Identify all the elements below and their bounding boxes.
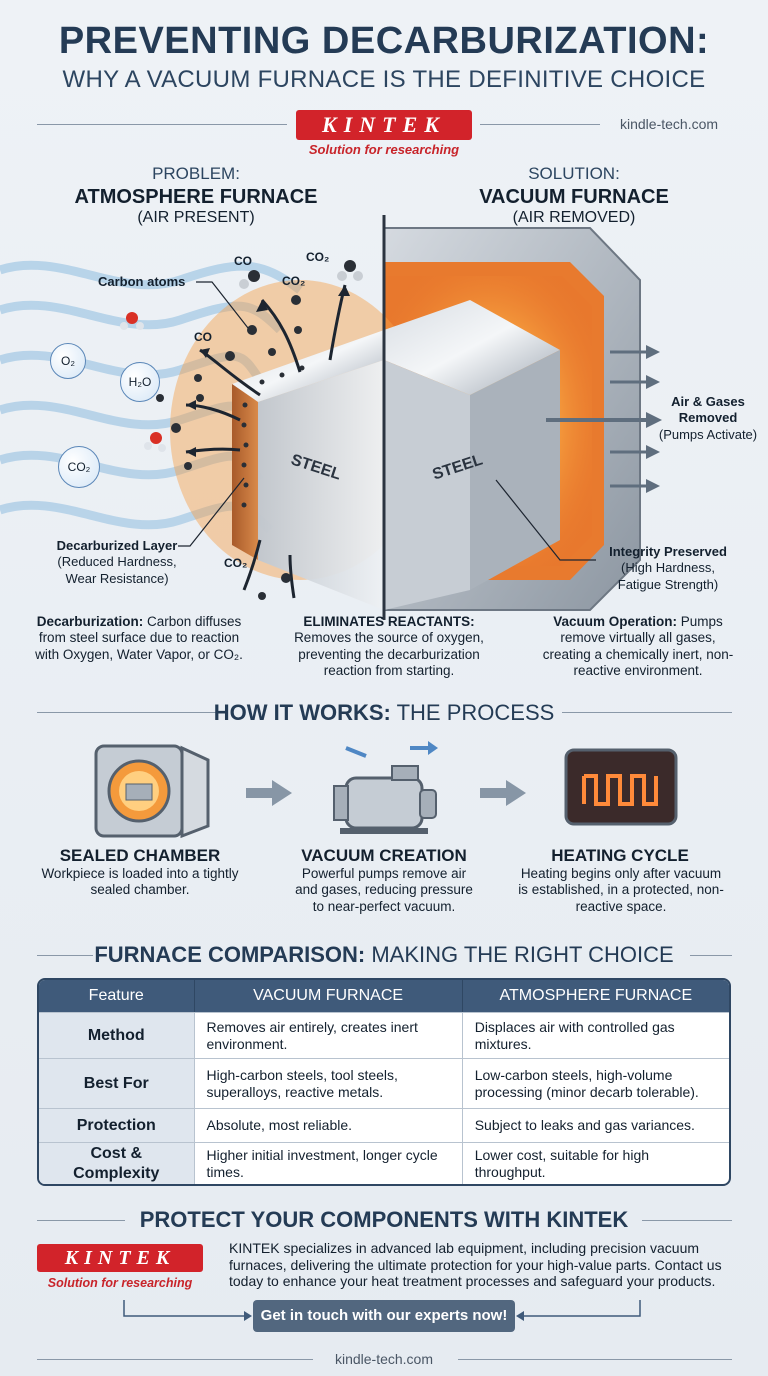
page-subtitle: WHY A VACUUM FURNACE IS THE DEFINITIVE C… (62, 66, 706, 93)
carbon-arrow-heads (186, 285, 350, 457)
decarburized-layer-dots (241, 365, 305, 508)
carbon-atoms (156, 295, 302, 600)
co2-label: CO₂ (282, 274, 306, 288)
solution-label: SOLUTION: (528, 164, 620, 183)
decarburization-illustration (0, 215, 662, 620)
table-cell: High-carbon steels, tool steels, superal… (194, 1058, 463, 1108)
step-title: SEALED CHAMBER (59, 846, 221, 865)
process-icons (94, 741, 678, 839)
carbon-escape-arrows (185, 284, 347, 599)
air-removed-annotation: Air & Gases Removed(Pumps Activate) (658, 394, 758, 442)
contact-experts-button[interactable]: Get in touch with our experts now! (253, 1300, 515, 1332)
divider (642, 1220, 732, 1221)
divider (37, 1220, 125, 1221)
footer-title: PROTECT YOUR COMPONENTS WITH KINTEK (139, 1207, 629, 1232)
step-title: HEATING CYCLE (551, 846, 689, 865)
table-cell: Higher initial investment, longer cycle … (194, 1142, 463, 1184)
h2o-molecule: H₂O (120, 362, 160, 402)
kintek-logo: KINTEK (296, 110, 472, 140)
table-row: Protection Absolute, most reliable. Subj… (39, 1108, 729, 1142)
problem-title: ATMOSPHERE FURNACE (74, 186, 318, 208)
sealed-chamber-icon (94, 744, 210, 839)
table-cell: Lower cost, suitable for high throughput… (462, 1142, 729, 1184)
kintek-logo: KINTEK (37, 1244, 203, 1272)
table-cell: Displaces air with controlled gas mixtur… (462, 1012, 729, 1058)
table-cell: Absolute, most reliable. (194, 1108, 463, 1142)
solution-title: VACUUM FURNACE (479, 186, 669, 208)
table-header: VACUUM FURNACE (194, 980, 463, 1012)
table-cell: Removes air entirely, creates inert envi… (194, 1012, 463, 1058)
divider (480, 124, 600, 125)
comparison-table: Feature VACUUM FURNACE ATMOSPHERE FURNAC… (37, 978, 731, 1186)
eliminates-reactants-explain: ELIMINATES REACTANTS:Removes the source … (294, 614, 484, 679)
divider (458, 1359, 732, 1360)
co-label: CO (194, 330, 212, 344)
co-label: CO (234, 254, 252, 268)
step-desc: Workpiece is loaded into a tightly seale… (41, 866, 239, 898)
table-row: Method Removes air entirely, creates ine… (39, 1012, 729, 1058)
step-desc: Powerful pumps remove air and gases, red… (295, 866, 473, 914)
divider (37, 1359, 313, 1360)
site-link[interactable]: kindle-tech.com (620, 116, 719, 132)
carbon-atoms-label: Carbon atoms (98, 274, 186, 289)
divider (37, 124, 287, 125)
process-arrow (246, 780, 292, 806)
steel-block (232, 300, 560, 610)
integrity-preserved-annotation: Integrity Preserved(High Hardness, Fatig… (609, 544, 727, 592)
table-cell: Subject to leaks and gas variances. (462, 1108, 729, 1142)
divider (37, 955, 93, 956)
table-cell: Protection (39, 1108, 195, 1142)
co2-label: CO₂ (306, 250, 330, 264)
table-row: Best For High-carbon steels, tool steels… (39, 1058, 729, 1108)
process-arrow (480, 780, 526, 806)
solution-heading: SOLUTION: VACUUM FURNACE (AIR REMOVED) (424, 164, 724, 227)
comparison-section-title: FURNACE COMPARISON: MAKING THE RIGHT CHO… (94, 942, 674, 967)
co-molecules (120, 260, 363, 452)
divider (37, 712, 222, 713)
table-header-row: Feature VACUUM FURNACE ATMOSPHERE FURNAC… (39, 980, 729, 1012)
table-cell: Best For (39, 1058, 195, 1108)
divider (690, 955, 732, 956)
site-link[interactable]: kindle-tech.com (334, 1351, 434, 1367)
footer-text: KINTEK specializes in advanced lab equip… (229, 1240, 722, 1290)
o2-molecule: O₂ (50, 343, 86, 379)
step-desc: Heating begins only after vacuum is esta… (518, 866, 724, 914)
table-cell: Low-carbon steels, high-volume processin… (462, 1058, 729, 1108)
divider (562, 712, 732, 713)
problem-label: PROBLEM: (152, 164, 240, 183)
co2-molecule: CO₂ (58, 446, 100, 488)
solution-paren: (AIR REMOVED) (512, 209, 636, 226)
table-cell: Cost & Complexity (39, 1142, 195, 1184)
vacuum-operation-explain: Vacuum Operation: Pumps remove virtually… (542, 614, 734, 679)
decarburization-explain: Decarburization: Carbon diffuses from st… (35, 614, 243, 662)
logo-tagline: Solution for researching (308, 142, 460, 157)
annotation-leaders (178, 281, 596, 561)
problem-heading: PROBLEM: ATMOSPHERE FURNACE (AIR PRESENT… (46, 164, 346, 227)
table-cell: Method (39, 1012, 195, 1058)
co2-label: CO₂ (224, 556, 248, 570)
problem-paren: (AIR PRESENT) (137, 209, 255, 226)
heating-element-icon (564, 748, 678, 826)
vacuum-exhaust-arrows (546, 345, 662, 493)
vacuum-pump-icon (333, 741, 438, 834)
decarburized-layer-annotation: Decarburized Layer(Reduced Hardness, Wea… (56, 538, 178, 586)
table-row: Cost & Complexity Higher initial investm… (39, 1142, 729, 1184)
air-waves (0, 260, 303, 534)
table-header: ATMOSPHERE FURNACE (462, 980, 729, 1012)
process-section-title: HOW IT WORKS: THE PROCESS (213, 700, 555, 725)
page-title: PREVENTING DECARBURIZATION: (58, 20, 710, 62)
step-title: VACUUM CREATION (301, 846, 467, 865)
cta-connectors (123, 1300, 641, 1321)
logo-tagline: Solution for researching (47, 1276, 193, 1290)
table-header: Feature (39, 980, 195, 1012)
